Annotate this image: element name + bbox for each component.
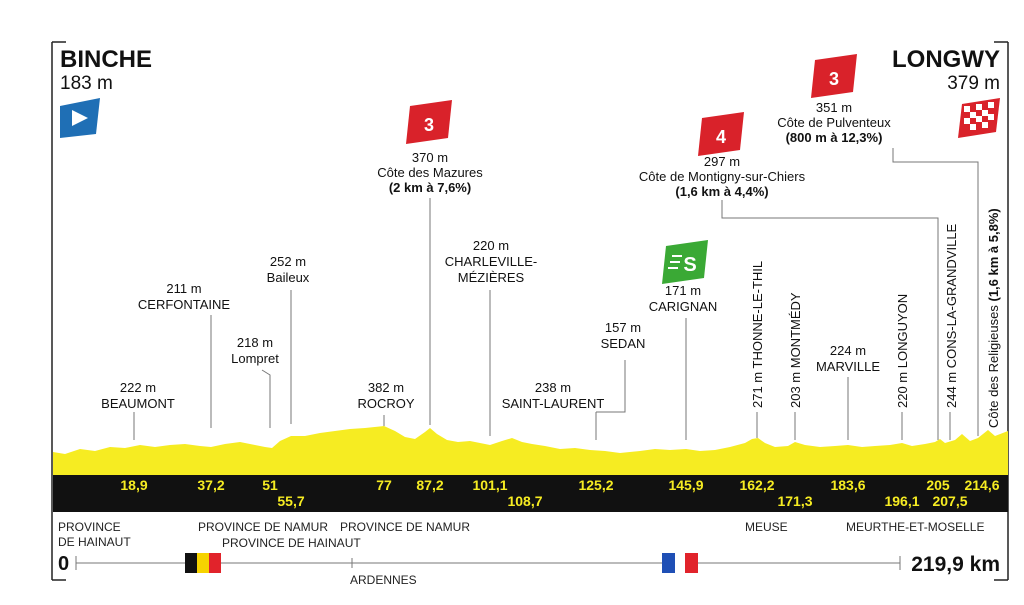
point-carignan-name: CARIGNAN (649, 299, 718, 314)
km-125-2: 125,2 (578, 477, 613, 493)
km-55-7: 55,7 (277, 493, 304, 509)
point-rocroy-altitude: 382 m (368, 380, 404, 395)
point-saint-laurent-name: SAINT-LAURENT (502, 396, 605, 411)
point-baileux-name: Baileux (267, 270, 310, 285)
svg-text:3: 3 (829, 69, 839, 89)
region-province-hainaut-second: PROVINCE DE HAINAUT (222, 536, 361, 550)
km-145-9: 145,9 (668, 477, 703, 493)
km-18-9: 18,9 (120, 477, 147, 493)
km-162-2: 162,2 (739, 477, 774, 493)
start-name: BINCHE (60, 46, 152, 73)
km-171-3: 171,3 (777, 493, 812, 509)
point-charleville-name: CHARLEVILLE- (445, 254, 537, 269)
point-thonne-le-thil-label: 271 m THONNE-LE-THIL (750, 261, 765, 408)
point-marville-altitude: 224 m (830, 343, 866, 358)
point-carignan-altitude: 171 m (665, 283, 701, 298)
km-51: 51 (262, 477, 278, 493)
climb-pulventeux-name: Côte de Pulventeux (777, 115, 891, 130)
point-marville-name: MARVILLE (816, 359, 880, 374)
climb-badge-mazures: 3 (406, 100, 452, 144)
km-101-1: 101,1 (472, 477, 507, 493)
point-longuyon-label: 220 m LONGUYON (895, 294, 910, 408)
km-108-7: 108,7 (507, 493, 542, 509)
point-rocroy-name: ROCROY (357, 396, 414, 411)
point-lompret-altitude: 218 m (237, 335, 273, 350)
point-lompret-name: Lompret (231, 351, 279, 366)
km-87-2: 87,2 (416, 477, 443, 493)
point-cerfontaine-name: CERFONTAINE (138, 297, 231, 312)
climb-montigny-altitude: 297 m (704, 154, 740, 169)
finish-altitude: 379 m (947, 73, 1000, 94)
region-meurthe-et-moselle: MEURTHE-ET-MOSELLE (846, 520, 984, 534)
point-charleville-name-2: MÉZIÈRES (458, 270, 525, 285)
region-province-namur: PROVINCE DE NAMUR (198, 520, 328, 534)
point-sedan-name: SEDAN (601, 336, 646, 351)
svg-text:4: 4 (716, 127, 726, 147)
svg-text:3: 3 (424, 115, 434, 135)
point-baileux-altitude: 252 m (270, 254, 306, 269)
region-province-hainaut: PROVINCE (58, 520, 121, 534)
point-beaumont-name: BEAUMONT (101, 396, 175, 411)
climb-pulventeux-altitude: 351 m (816, 100, 852, 115)
climb-religieuses-label: Côte des Religieuses (1,6 km à 5,8%) (986, 208, 1001, 428)
climb-montigny-detail: (1,6 km à 4,4%) (675, 184, 768, 199)
start-flag-icon (60, 98, 100, 138)
region-ardennes: ARDENNES (350, 573, 417, 587)
belgium-flag-icon (185, 553, 221, 573)
distance-band (53, 475, 1008, 512)
point-cerfontaine-altitude: 211 m (166, 281, 201, 296)
finish-flag-icon (958, 98, 1000, 138)
km-196-1: 196,1 (884, 493, 919, 509)
climb-badge-montigny: 4 (698, 112, 744, 156)
svg-text:S: S (683, 254, 696, 276)
region-province-namur-second: PROVINCE DE NAMUR (340, 520, 470, 534)
point-sedan-altitude: 157 m (605, 320, 641, 335)
point-charleville-altitude: 220 m (473, 238, 509, 253)
point-montmedy-label: 203 m MONTMÉDY (788, 292, 803, 408)
border-ticks (75, 556, 901, 570)
point-saint-laurent-altitude: 238 m (535, 380, 571, 395)
france-flag-icon (662, 553, 698, 573)
climb-mazures-altitude: 370 m (412, 150, 448, 165)
km-183-6: 183,6 (830, 477, 865, 493)
leader-lines (133, 148, 979, 440)
climb-mazures-detail: (2 km à 7,6%) (389, 180, 471, 195)
km-214-6: 214,6 (964, 477, 999, 493)
climb-badge-pulventeux: 3 (811, 54, 857, 98)
start-altitude: 183 m (60, 73, 113, 94)
climb-montigny-name: Côte de Montigny-sur-Chiers (639, 169, 806, 184)
point-cons-la-grandville-label: 244 m CONS-LA-GRANDVILLE (944, 223, 959, 408)
finish-name: LONGWY (892, 46, 1000, 73)
km-205: 205 (926, 477, 950, 493)
region-meuse: MEUSE (745, 520, 788, 534)
point-beaumont-altitude: 222 m (120, 380, 156, 395)
region-province-hainaut-2: DE HAINAUT (58, 535, 131, 549)
distance-zero: 0 (58, 553, 69, 575)
profile-terrain (53, 426, 1008, 475)
km-37-2: 37,2 (197, 477, 224, 493)
km-207-5: 207,5 (932, 493, 967, 509)
climb-mazures-name: Côte des Mazures (377, 165, 483, 180)
km-77: 77 (376, 477, 392, 493)
climb-pulventeux-detail: (800 m à 12,3%) (786, 130, 883, 145)
sprint-icon: S (662, 240, 708, 284)
total-distance: 219,9 km (911, 553, 1000, 576)
